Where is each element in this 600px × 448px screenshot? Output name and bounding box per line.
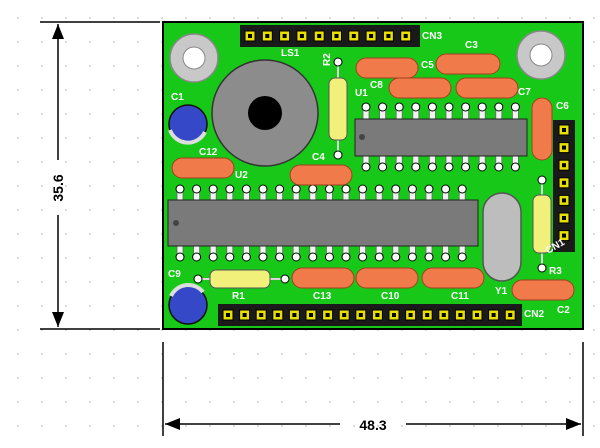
capacitor-c13	[291, 267, 355, 289]
label-r3: R3	[549, 266, 562, 277]
resistor-r3	[532, 175, 552, 273]
label-c1: C1	[171, 92, 184, 103]
connector-cn3	[240, 25, 420, 47]
mounting-hole-left	[169, 33, 219, 83]
label-ls1: LS1	[281, 48, 300, 59]
label-c9: C9	[168, 269, 181, 280]
height-dimension: 35.6	[40, 21, 160, 330]
label-c3: C3	[465, 40, 478, 51]
mounting-hole-right	[516, 30, 566, 80]
label-c2: C2	[557, 305, 570, 316]
label-r2: R2	[322, 53, 333, 66]
connector-cn1	[553, 120, 575, 252]
width-dimension: 48.3	[162, 342, 584, 436]
label-c12: C12	[199, 147, 218, 158]
label-cn2: CN2	[524, 309, 544, 320]
label-r1: R1	[232, 291, 245, 302]
capacitor-c3	[435, 53, 501, 75]
label-c8: C8	[370, 80, 383, 91]
speaker-ls1	[211, 59, 319, 167]
label-c10: C10	[381, 291, 400, 302]
capacitor-c4	[289, 164, 353, 186]
ic-u2	[167, 184, 479, 262]
capacitor-c1	[168, 104, 208, 145]
crystal-y1	[482, 192, 522, 282]
capacitor-c2	[511, 279, 575, 301]
label-u2: U2	[235, 170, 248, 181]
resistor-r1	[193, 269, 290, 289]
height-label: 35.6	[50, 174, 66, 201]
label-c4: C4	[312, 152, 325, 163]
label-c11: C11	[451, 291, 469, 302]
ic-u1	[354, 102, 528, 172]
capacitor-c12	[171, 157, 235, 179]
resistor-r2	[328, 57, 348, 160]
label-u1: U1	[355, 88, 368, 99]
width-label: 48.3	[359, 417, 386, 433]
label-c7: C7	[518, 87, 531, 98]
silkscreen-labels: CN3 LS1 R2 U1 C3 C5 C8 C7 C6 C1 C12 C4 U…	[168, 31, 570, 320]
label-c13: C13	[313, 291, 332, 302]
label-cn3: CN3	[422, 31, 442, 42]
capacitor-c5	[355, 57, 419, 79]
capacitor-c9	[168, 282, 208, 325]
capacitor-c7	[455, 77, 519, 99]
capacitor-c6	[531, 97, 553, 161]
capacitor-c11	[421, 267, 485, 289]
label-y1: Y1	[495, 286, 508, 297]
connector-cn2	[218, 304, 522, 326]
label-c5: C5	[421, 60, 434, 71]
capacitor-c8	[388, 77, 452, 99]
capacitor-c10	[355, 267, 419, 289]
ceramic-capacitors	[171, 53, 575, 301]
label-c6: C6	[556, 101, 569, 112]
